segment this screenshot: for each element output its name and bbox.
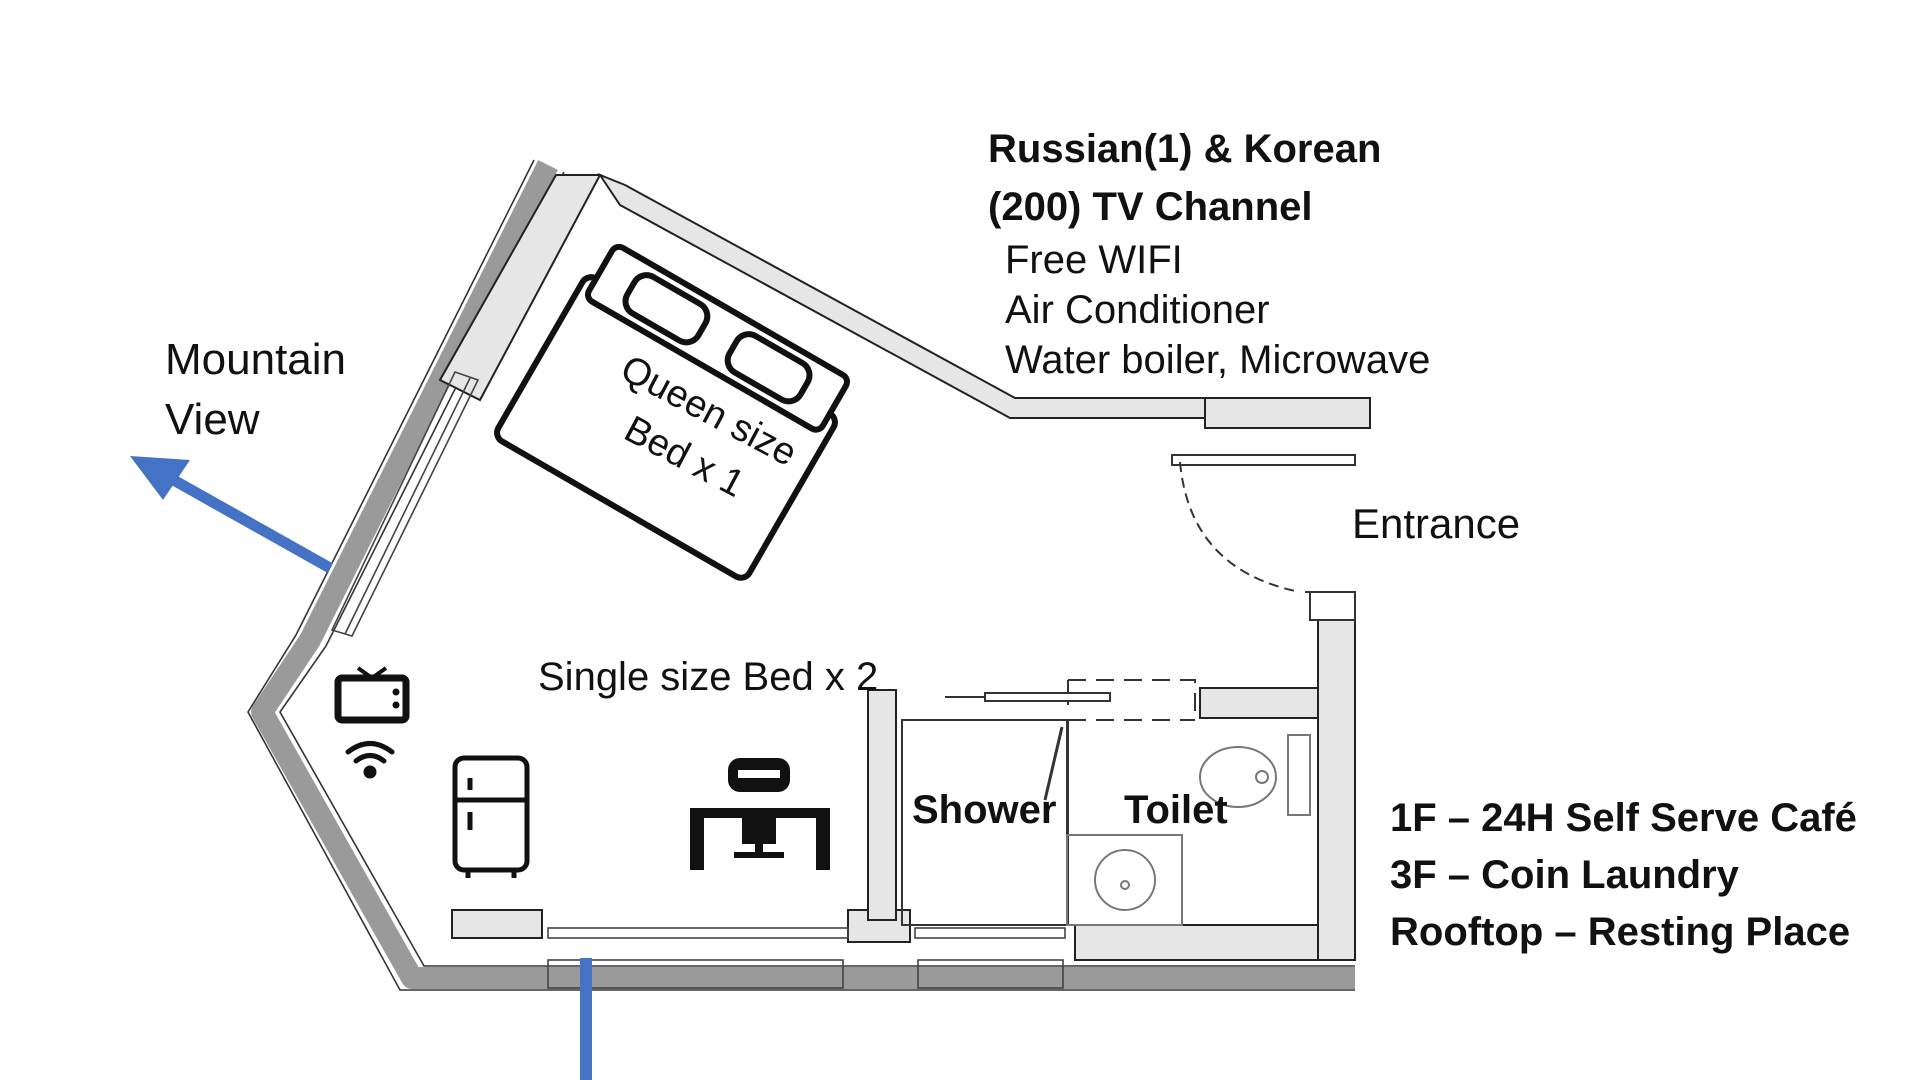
- tv-channel-line-1: Russian(1) & Korean: [988, 127, 1382, 171]
- toilet-label: Toilet: [1124, 788, 1228, 832]
- entrance-pointer-line: [580, 958, 592, 1080]
- wifi-icon: [345, 741, 395, 779]
- shower-label: Shower: [912, 788, 1057, 832]
- mountain-view-label: Mountain View: [165, 330, 346, 450]
- single-bed-label: Single size Bed x 2: [538, 655, 879, 699]
- sink-icon: [1066, 834, 1183, 926]
- amenity-wifi: Free WIFI: [1005, 238, 1183, 282]
- floor-facilities-list: 1F – 24H Self Serve Café 3F – Coin Laund…: [1390, 790, 1857, 961]
- amenities-list: Free WIFI Air Conditioner Water boiler, …: [1005, 235, 1430, 385]
- desk-icon: [690, 758, 830, 870]
- fridge-icon: [452, 755, 530, 878]
- amenity-air-conditioner: Air Conditioner: [1005, 288, 1270, 332]
- entrance-door: [1171, 454, 1356, 621]
- windows: [330, 371, 1066, 989]
- floor-1f-cafe: 1F – 24H Self Serve Café: [1390, 796, 1857, 840]
- floor-rooftop: Rooftop – Resting Place: [1390, 910, 1851, 954]
- queen-bed: [494, 243, 850, 581]
- mountain-view-line-2: View: [165, 395, 260, 444]
- tv-channel-line-2: (200) TV Channel: [988, 185, 1313, 229]
- tv-channel-heading: Russian(1) & Korean (200) TV Channel: [988, 120, 1381, 236]
- entrance-label: Entrance: [1352, 500, 1521, 547]
- mountain-view-line-1: Mountain: [165, 335, 347, 384]
- toilet-icon: [1199, 734, 1311, 816]
- tv-icon: [334, 666, 410, 724]
- mountain-view-arrow: [130, 456, 333, 573]
- floor-3f-laundry: 3F – Coin Laundry: [1390, 853, 1739, 897]
- exterior-wall: [247, 159, 1355, 991]
- amenity-boiler-microwave: Water boiler, Microwave: [1005, 338, 1431, 382]
